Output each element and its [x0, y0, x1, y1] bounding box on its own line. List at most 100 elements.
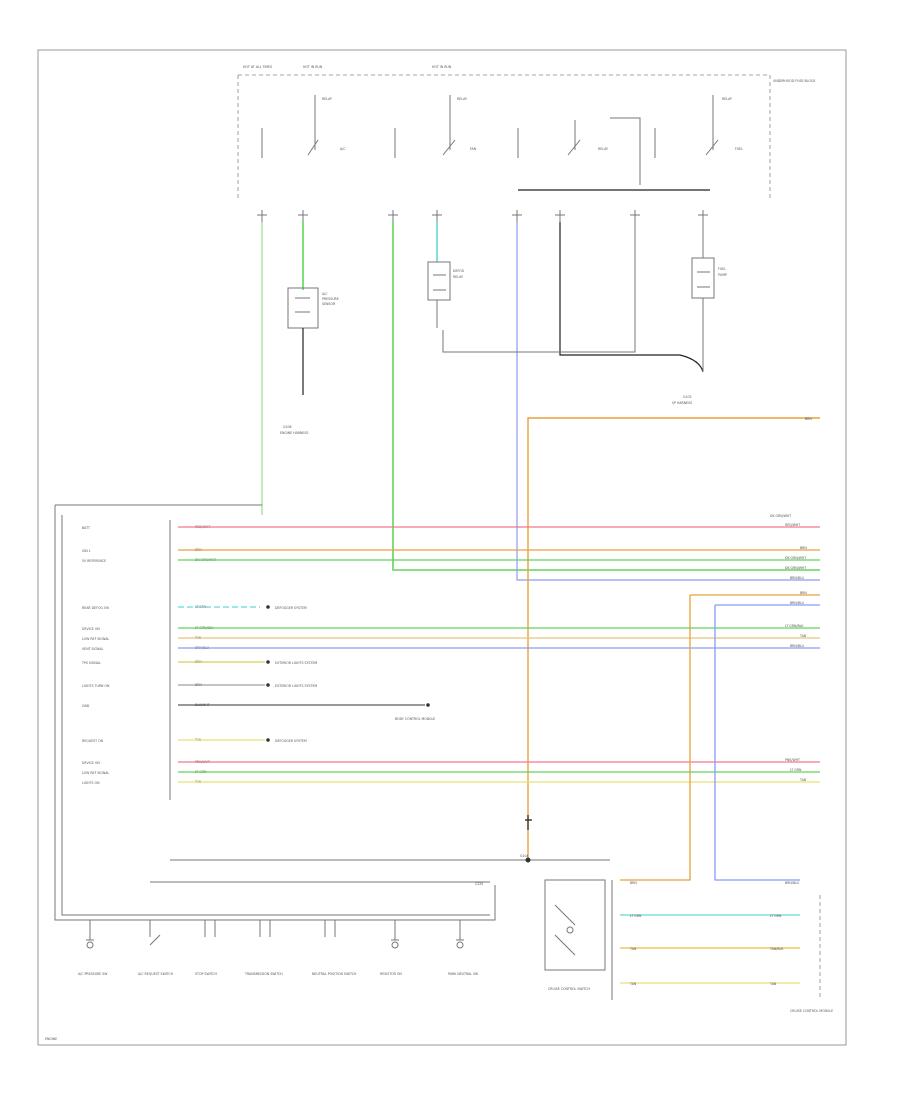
pcm-notes: DEFOGGER SYSTEM EXTERIOR LIGHTS SYSTEM E… [266, 605, 435, 743]
note-module: BODY CONTROL MODULE [395, 717, 435, 721]
svg-text:ENGINE HARNESS: ENGINE HARNESS [280, 431, 308, 435]
svg-text:PRESSURE: PRESSURE [322, 297, 339, 301]
note-defogger-1: DEFOGGER SYSTEM [275, 606, 307, 610]
block-label-underhood: UNDERHOOD FUSE BLOCK [773, 79, 816, 83]
bottom-component-label: TRANSMISSION SWITCH [244, 972, 283, 976]
svg-text:RELAY: RELAY [453, 275, 463, 279]
svg-text:DK GRN/WHT: DK GRN/WHT [785, 566, 806, 570]
svg-text:C220: C220 [475, 882, 483, 886]
relay-3: RELAY [517, 117, 641, 185]
pcm-pin-label: GND [82, 704, 90, 708]
note-exterior-1: EXTERIOR LIGHTS SYSTEM [275, 661, 318, 665]
note-exterior-2: EXTERIOR LIGHTS SYSTEM [275, 684, 318, 688]
bottom-switches [86, 920, 464, 949]
relay-4: RELAY FUEL [654, 95, 743, 158]
pcm-pin-label: IGN 1 [82, 549, 91, 553]
svg-text:TAN: TAN [769, 982, 777, 986]
vertical-wires [261, 222, 820, 581]
bottom-component-label: A/C REQUEST SWITCH [138, 972, 174, 976]
pcm-pin-label: LIGHTS TURN ON [82, 684, 110, 688]
svg-text:BRN/BLU: BRN/BLU [785, 881, 800, 885]
block-label-hot-in-run: HOT IN RUN [303, 65, 323, 69]
relay-1: RELAY A/C [261, 95, 346, 158]
svg-text:TAN: TAN [629, 982, 637, 986]
ground-label-mid: G104 [520, 854, 529, 858]
pcm-wires [178, 526, 820, 881]
svg-text:RELAY: RELAY [322, 97, 332, 101]
svg-text:RED/WHT: RED/WHT [785, 523, 800, 527]
svg-text:TAN: TAN [799, 778, 807, 782]
pcm-pin-label: BATT [82, 526, 90, 530]
wire-orange-main [527, 417, 820, 860]
diagram-frame [37, 49, 847, 1046]
cruise-switch: CRUISE CONTROL SWITCH [544, 879, 606, 991]
svg-text:BRN: BRN [630, 881, 637, 885]
svg-text:DEFOG: DEFOG [453, 269, 465, 273]
cruise-switch-label: CRUISE CONTROL SWITCH [548, 987, 590, 991]
svg-text:A/C: A/C [340, 147, 346, 151]
svg-text:BRN: BRN [800, 591, 807, 595]
pcm-module [54, 504, 496, 921]
block-label-hot-in-run-2: HOT IN RUN [432, 65, 452, 69]
svg-text:DK GRN/WHT: DK GRN/WHT [770, 514, 791, 518]
pcm-pin-label: LOW REF SIGNAL [82, 637, 109, 641]
bottom-component-label: RESISTOR ON [380, 972, 402, 976]
bottom-component-labels: A/C PRESSURE SW A/C REQUEST SWITCH STOP SW… [78, 972, 479, 976]
fuse-connectors [257, 210, 708, 225]
wire-blue-1 [516, 222, 820, 581]
ground-bus: G104 C220 [150, 815, 610, 886]
svg-text:TAN: TAN [629, 947, 637, 951]
ground-label-upper: G106 [283, 425, 292, 429]
pcm-pin-label: VENT SIGNAL [82, 647, 104, 651]
fuse-relay-block: HOT AT ALL TIMES HOT IN RUN HOT IN RUN U… [237, 65, 816, 200]
svg-text:DK GRN/WHT: DK GRN/WHT [785, 556, 806, 560]
fuel-pump-relay: FUEL PUMP G103 I/P HARNESS [672, 257, 727, 405]
right-module-wires: BRN BRN/BLU LT GRN LT GRN TAN TAN/BLK TA… [611, 880, 833, 1013]
svg-text:A/C: A/C [322, 292, 328, 296]
svg-text:BRN: BRN [800, 546, 807, 550]
svg-text:FUEL: FUEL [735, 147, 743, 151]
svg-text:PUMP: PUMP [718, 273, 727, 277]
pcm-pin-label: LOW REF SIGNAL [82, 771, 109, 775]
svg-text:TAN: TAN [799, 634, 807, 638]
pcm-pin-label: REAR DEFOG ON [82, 606, 109, 610]
svg-text:LT GRN: LT GRN [790, 768, 802, 772]
svg-text:FUEL: FUEL [718, 267, 726, 271]
svg-text:RELAY: RELAY [598, 147, 608, 151]
bottom-component-label: A/C PRESSURE SW [78, 972, 108, 976]
pcm-pin-label: 5V REFERENCE [82, 559, 106, 563]
svg-text:BRN/BLU: BRN/BLU [790, 601, 805, 605]
ac-pressure-sensor: A/C PRESSURE SENSOR G106 ENGINE HARNESS [280, 287, 339, 435]
pcm-pin-label: REQUEST ON [82, 739, 104, 743]
pcm-pin-label: LIGHTS ON [82, 781, 100, 785]
bottom-component-label: PARK NEUTRAL SW [448, 972, 479, 976]
bottom-component-label: STOP SWITCH [195, 972, 218, 976]
pcm-pin-label: DEVICE ON [82, 761, 100, 765]
defog-relay: DEFOG RELAY [427, 261, 465, 328]
right-module-label: CRUISE CONTROL MODULE [790, 1009, 833, 1013]
svg-text:RELAY: RELAY [722, 97, 732, 101]
svg-text:BRN/BLU: BRN/BLU [790, 644, 805, 648]
svg-text:TAN/BLK: TAN/BLK [769, 947, 784, 951]
wire-green-3 [392, 222, 820, 571]
wire-black-1 [559, 222, 704, 373]
svg-text:SENSOR: SENSOR [322, 302, 336, 306]
pcm-pin-label: TPS SIGNAL [81, 661, 101, 665]
svg-text:LT GRN/BLK: LT GRN/BLK [785, 624, 804, 628]
svg-text:BRN: BRN [805, 417, 812, 421]
relay-2: RELAY FAN [394, 95, 477, 158]
svg-text:I/P HARNESS: I/P HARNESS [672, 401, 692, 405]
right-wire-codes: DK GRN/WHT RED/WHT BRN DK GRN/WHT DK GRN… [770, 514, 807, 782]
ground-label-right: G103 [683, 395, 692, 399]
corner-code: ENGINE [45, 1037, 57, 1041]
note-defogger-2: DEFOGGER SYSTEM [275, 739, 307, 743]
block-label-hot-at-all-times: HOT AT ALL TIMES [243, 65, 272, 69]
svg-text:RELAY: RELAY [457, 97, 467, 101]
svg-text:PNK/WHT: PNK/WHT [785, 758, 800, 762]
pcm-pin-label: DEVICE ON [82, 627, 100, 631]
svg-text:LT GRN: LT GRN [770, 914, 782, 918]
svg-text:BRN/BLU: BRN/BLU [790, 576, 805, 580]
bottom-component-label: NEUTRAL POSITION SWITCH [312, 972, 357, 976]
